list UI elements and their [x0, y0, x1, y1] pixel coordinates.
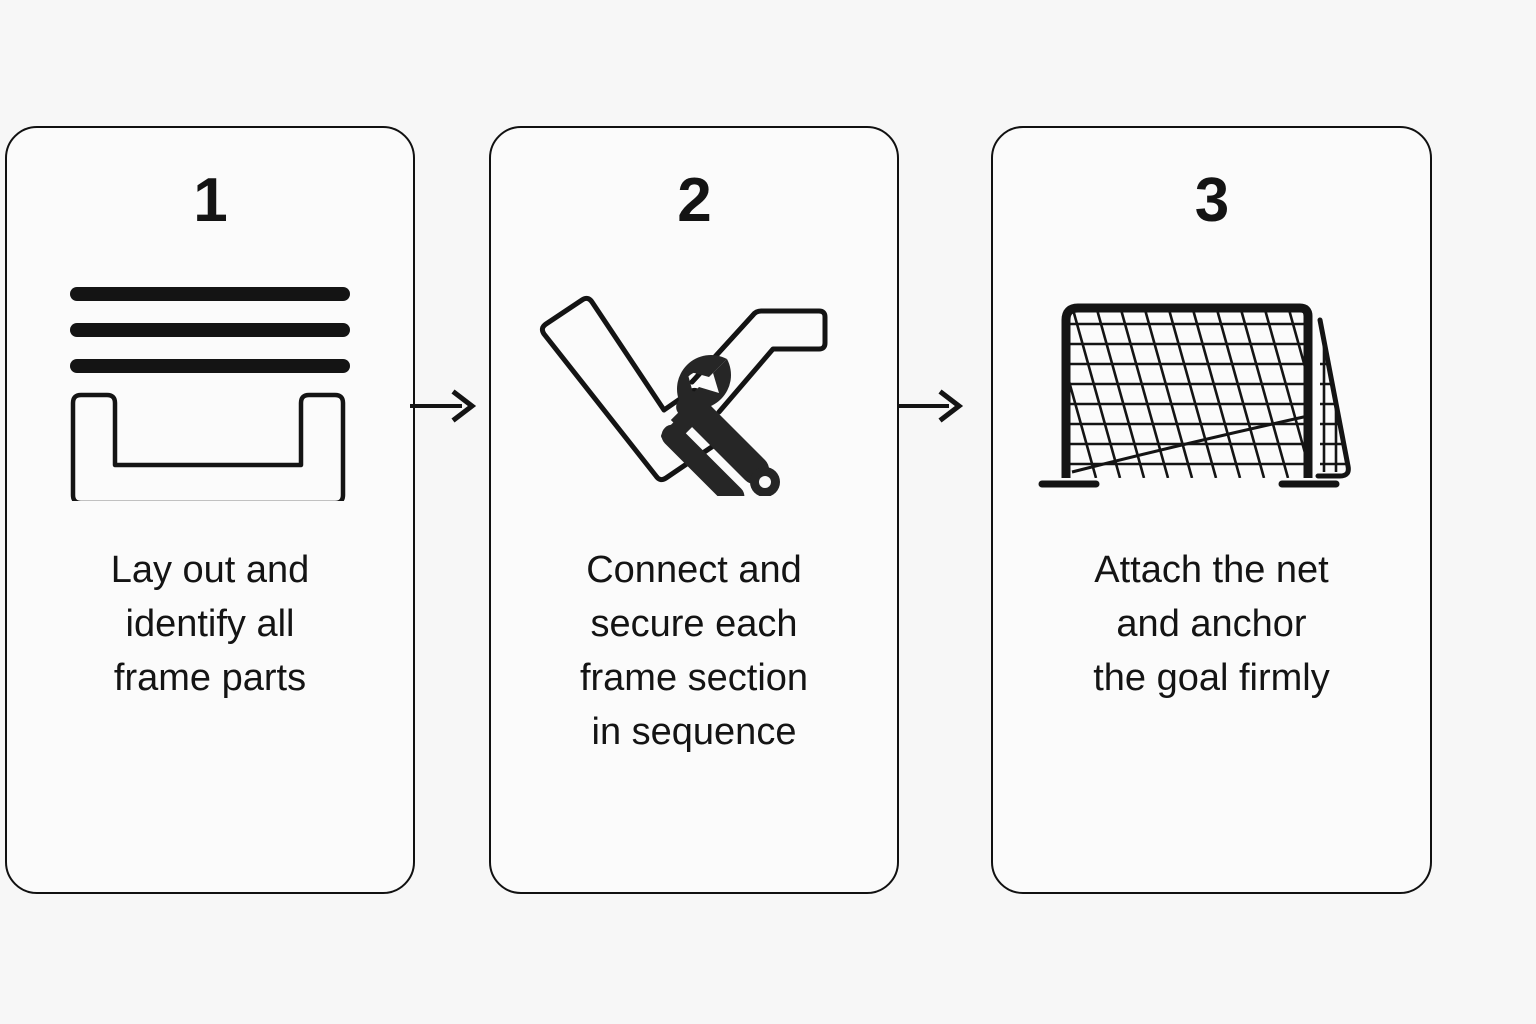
- step-caption-3: Attach the net and anchor the goal firml…: [1093, 549, 1330, 699]
- frame-joint-wrench-icon: [491, 266, 897, 516]
- step-number-1: 1: [193, 166, 227, 235]
- step-card-3[interactable]: 3: [991, 126, 1432, 894]
- step-caption-2: Connect and secure each frame section in…: [579, 549, 809, 753]
- soccer-goal-net-icon: [993, 266, 1430, 516]
- step-caption-1: Lay out and identify all frame parts: [110, 549, 310, 699]
- step-number-2: 2: [677, 166, 711, 235]
- step-card-2[interactable]: 2: [489, 126, 899, 894]
- arrow-step2-to-step3: [897, 388, 969, 424]
- step-card-1[interactable]: 1 Lay out and identify all frame parts: [5, 126, 415, 894]
- arrow-step1-to-step2: [410, 388, 482, 424]
- step-number-3: 3: [1194, 166, 1229, 235]
- frame-bars-and-channel-icon: [7, 266, 413, 516]
